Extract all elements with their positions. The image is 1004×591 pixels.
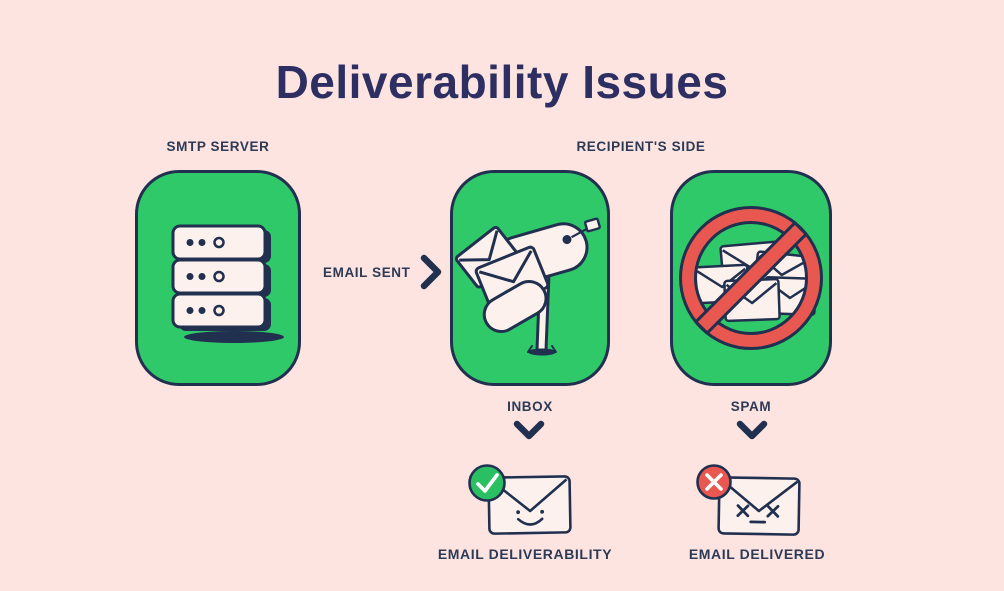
envelope-happy-check-icon <box>468 464 572 535</box>
envelope-dead-error-icon <box>696 464 801 536</box>
inbox-mailbox-card <box>450 170 610 386</box>
email-delivered-label: EMAIL DELIVERED <box>688 546 826 562</box>
chevron-right-icon <box>420 254 441 290</box>
page-title: Deliverability Issues <box>275 55 729 108</box>
spam-label: SPAM <box>730 399 772 414</box>
chevron-down-icon <box>736 420 768 440</box>
smtp-server-label: SMTP SERVER <box>166 139 270 154</box>
mailbox-icon <box>454 217 601 355</box>
inbox-label: INBOX <box>507 399 553 414</box>
recipients-side-label: RECIPIENT'S SIDE <box>576 139 706 154</box>
server-stack-icon <box>171 224 284 343</box>
spam-blocked-card <box>670 170 832 386</box>
email-sent-label: EMAIL SENT <box>323 264 411 280</box>
email-sent-flow: EMAIL SENT <box>323 253 443 291</box>
email-deliverability-label: EMAIL DELIVERABILITY <box>437 546 613 562</box>
chevron-down-icon <box>513 420 545 440</box>
blocked-envelopes-icon <box>678 205 823 350</box>
smtp-server-card <box>135 170 301 386</box>
